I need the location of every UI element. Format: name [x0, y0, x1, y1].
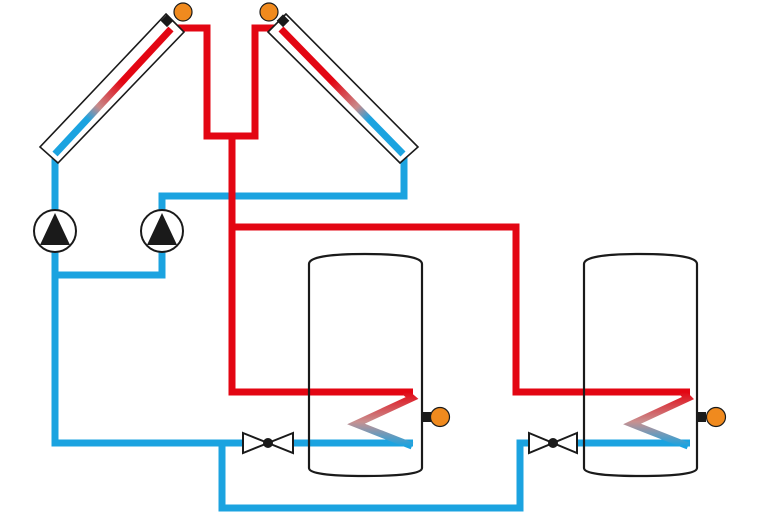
circulation-pump-icon	[40, 213, 70, 245]
storage-tank-2-sensor-mount	[696, 412, 706, 422]
storage-tank-1-body	[307, 252, 424, 478]
storage-tank-2	[582, 252, 727, 478]
collector-right	[259, 2, 420, 165]
circulation-pump-icon	[147, 213, 177, 245]
hot-main-to-tank1	[228, 136, 413, 396]
collector-left	[38, 2, 193, 165]
hot-flow-left-collector	[174, 24, 232, 140]
pump-2	[140, 209, 184, 253]
cold-pipe-network	[51, 155, 690, 512]
hot-branch-to-tank2	[232, 223, 690, 396]
collector-right-sensor-mount	[276, 14, 290, 28]
storage-tank-1-sensor-mount	[421, 412, 431, 422]
collector-left-sensor-icon	[173, 2, 193, 22]
storage-tank-2-body	[582, 252, 699, 478]
sensor-tank-1-icon	[429, 406, 451, 428]
valve-1	[242, 431, 294, 455]
valve-1-stem	[263, 438, 273, 448]
collector-left-absorber	[52, 26, 174, 157]
sensor-tank-2-icon	[705, 406, 727, 428]
two-way-valve-icon	[265, 431, 294, 455]
two-way-valve-icon	[528, 431, 556, 455]
two-way-valve-icon	[550, 431, 578, 455]
collector-right-absorber	[278, 26, 406, 157]
storage-tank-1-coil	[347, 389, 419, 450]
collector-left-sensor-mount	[160, 14, 174, 28]
hot-pipe-network	[174, 24, 690, 396]
pump-1	[33, 209, 77, 253]
valve-2	[528, 431, 578, 455]
cold-return-right	[158, 155, 408, 210]
hot-flow-right-collector	[232, 24, 278, 140]
cold-pipe-pump-link	[55, 251, 166, 279]
cold-loop-bottom	[218, 439, 528, 512]
storage-tank-1	[307, 252, 451, 478]
valve-2-stem	[548, 438, 558, 448]
collector-right-sensor-icon	[259, 2, 279, 22]
two-way-valve-icon	[242, 431, 271, 455]
storage-tank-2-coil	[623, 389, 695, 450]
